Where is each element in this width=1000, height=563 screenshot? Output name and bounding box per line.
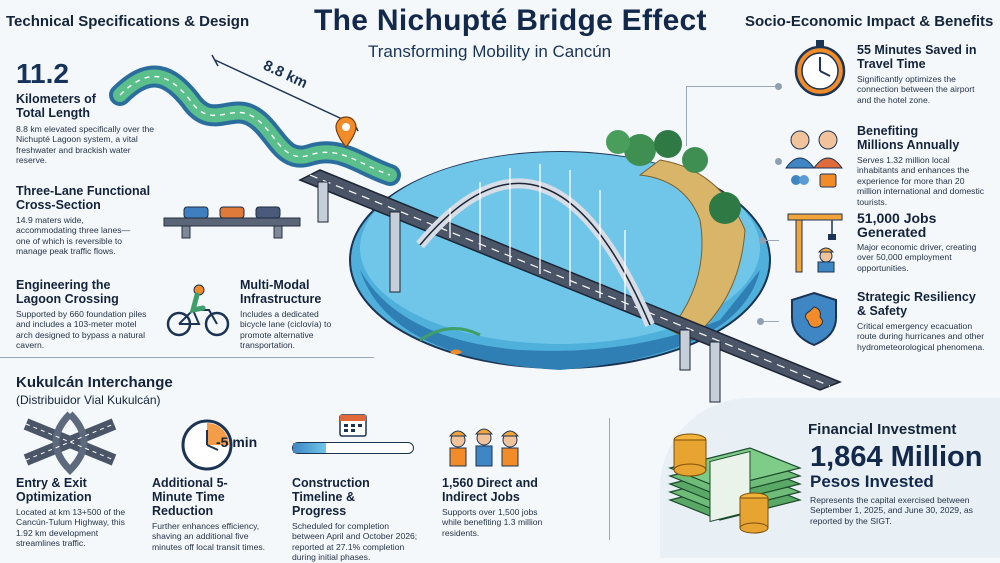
jobs-block: 51,000 Jobs Generated Major economic dri… [857,211,983,273]
interchange-title: Kukulcán Interchange [16,374,173,391]
millions-text: Serves 1.32 million local inhabitants an… [857,155,985,207]
left-section-title: Technical Specifications & Design [6,13,250,30]
interchange-subtitle: (Distribuidor Vial Kukulcán) [16,393,161,407]
timeline-text: Scheduled for completion between April a… [292,521,418,563]
finance-amount: 1,864 Million [810,441,983,473]
multimodal-text: Includes a dedicated bicycle lane (ciclo… [240,309,332,351]
three-lane-title: Three-Lane Functional Cross-Section [16,184,151,212]
money-stack-icon [668,433,802,534]
right-section-title: Socio-Economic Impact & Benefits [745,13,994,30]
finance-text: Represents the capital exercised between… [810,495,973,526]
connector-dot [775,158,782,165]
length-number: 11.2 [16,58,69,89]
finance-section-title: Financial Investment [808,421,957,438]
connector-line [686,86,778,87]
calendar-icon [339,414,367,437]
entry-block: Entry & Exit Optimization Located at km … [16,476,140,549]
minutes-title: 55 Minutes Saved in Travel Time [857,43,977,71]
direct-jobs-text: Supports over 1,500 jobs while benefitin… [442,507,543,538]
cross-section-icon [163,206,301,239]
multimodal-block: Multi-Modal Infrastructure Includes a de… [240,278,340,351]
workers-icon [448,428,520,467]
resiliency-text: Critical emergency ecacuation route duri… [857,321,985,352]
timeline-title: Construction Timeline & Progress [292,476,370,518]
multimodal-title: Multi-Modal Infrastructure [240,278,322,306]
resiliency-title: Strategic Resiliency & Safety [857,290,976,318]
jobs-title: 51,000 Jobs Generated [857,210,937,240]
progress-bar [292,442,414,454]
clock-icon [181,419,233,471]
resiliency-block: Strategic Resiliency & Safety Critical e… [857,290,991,352]
people-icon [785,130,843,188]
minus-five-badge: -5 min [216,434,258,450]
finance-unit: Pesos Invested [810,472,934,491]
connector-dot [775,83,782,90]
direct-jobs-title: 1,560 Direct and Indirect Jobs [442,476,538,504]
entry-title: Entry & Exit Optimization [16,476,92,504]
minutes-block: 55 Minutes Saved in Travel Time Signific… [857,43,981,105]
page-title: The Nichupté Bridge Effect [314,4,707,37]
crane-worker-icon [787,213,843,273]
stopwatch-icon [794,40,846,97]
shield-icon [791,291,837,347]
page-subtitle: Transforming Mobility in Cancún [368,42,612,61]
entry-text: Located at km 13+500 of the Cancún-Tulum… [16,507,126,549]
three-lane-block: Three-Lane Functional Cross-Section 14.9… [16,184,156,257]
connector-line [686,86,687,146]
three-lane-text: 14.9 maters wide, accommodating three la… [16,215,131,257]
location-pin-icon [335,116,357,148]
additional-text: Further enhances efficiency, shaving an … [152,521,266,552]
jobs-text: Major economic driver, creating over 50,… [857,242,977,273]
connector-line [763,321,779,322]
direct-jobs-block: 1,560 Direct and Indirect Jobs Supports … [442,476,554,538]
divider-vertical [609,418,610,540]
minutes-text: Significantly optimizes the connection b… [857,74,975,105]
cyclist-icon [166,284,230,337]
timeline-block: Construction Timeline & Progress Schedul… [292,476,420,563]
divider [0,357,374,358]
millions-block: Benefiting Millions Annually Serves 1.32… [857,124,991,207]
millions-title: Benefiting Millions Annually [857,124,960,152]
connector-line [765,240,779,241]
engineering-title: Engineering the Lagoon Crossing [16,278,119,306]
connector-dot [759,237,766,244]
engineering-block: Engineering the Lagoon Crossing Supporte… [16,278,152,351]
additional-title: Additional 5-Minute Time Reduction [152,476,228,518]
length-label: Kilometers of Total Length [16,92,96,120]
bridge-lagoon-illustration [298,130,843,403]
additional-block: Additional 5-Minute Time Reduction Furth… [152,476,278,552]
connector-dot [757,318,764,325]
interchange-icon [23,411,117,475]
engineering-text: Supported by 660 foundation piles and in… [16,309,147,351]
progress-fill [293,443,326,453]
length-block: 11.2 Kilometers of Total Length 8.8 km e… [16,58,156,166]
length-text: 8.8 km elevated specifically over the Ni… [16,124,155,166]
